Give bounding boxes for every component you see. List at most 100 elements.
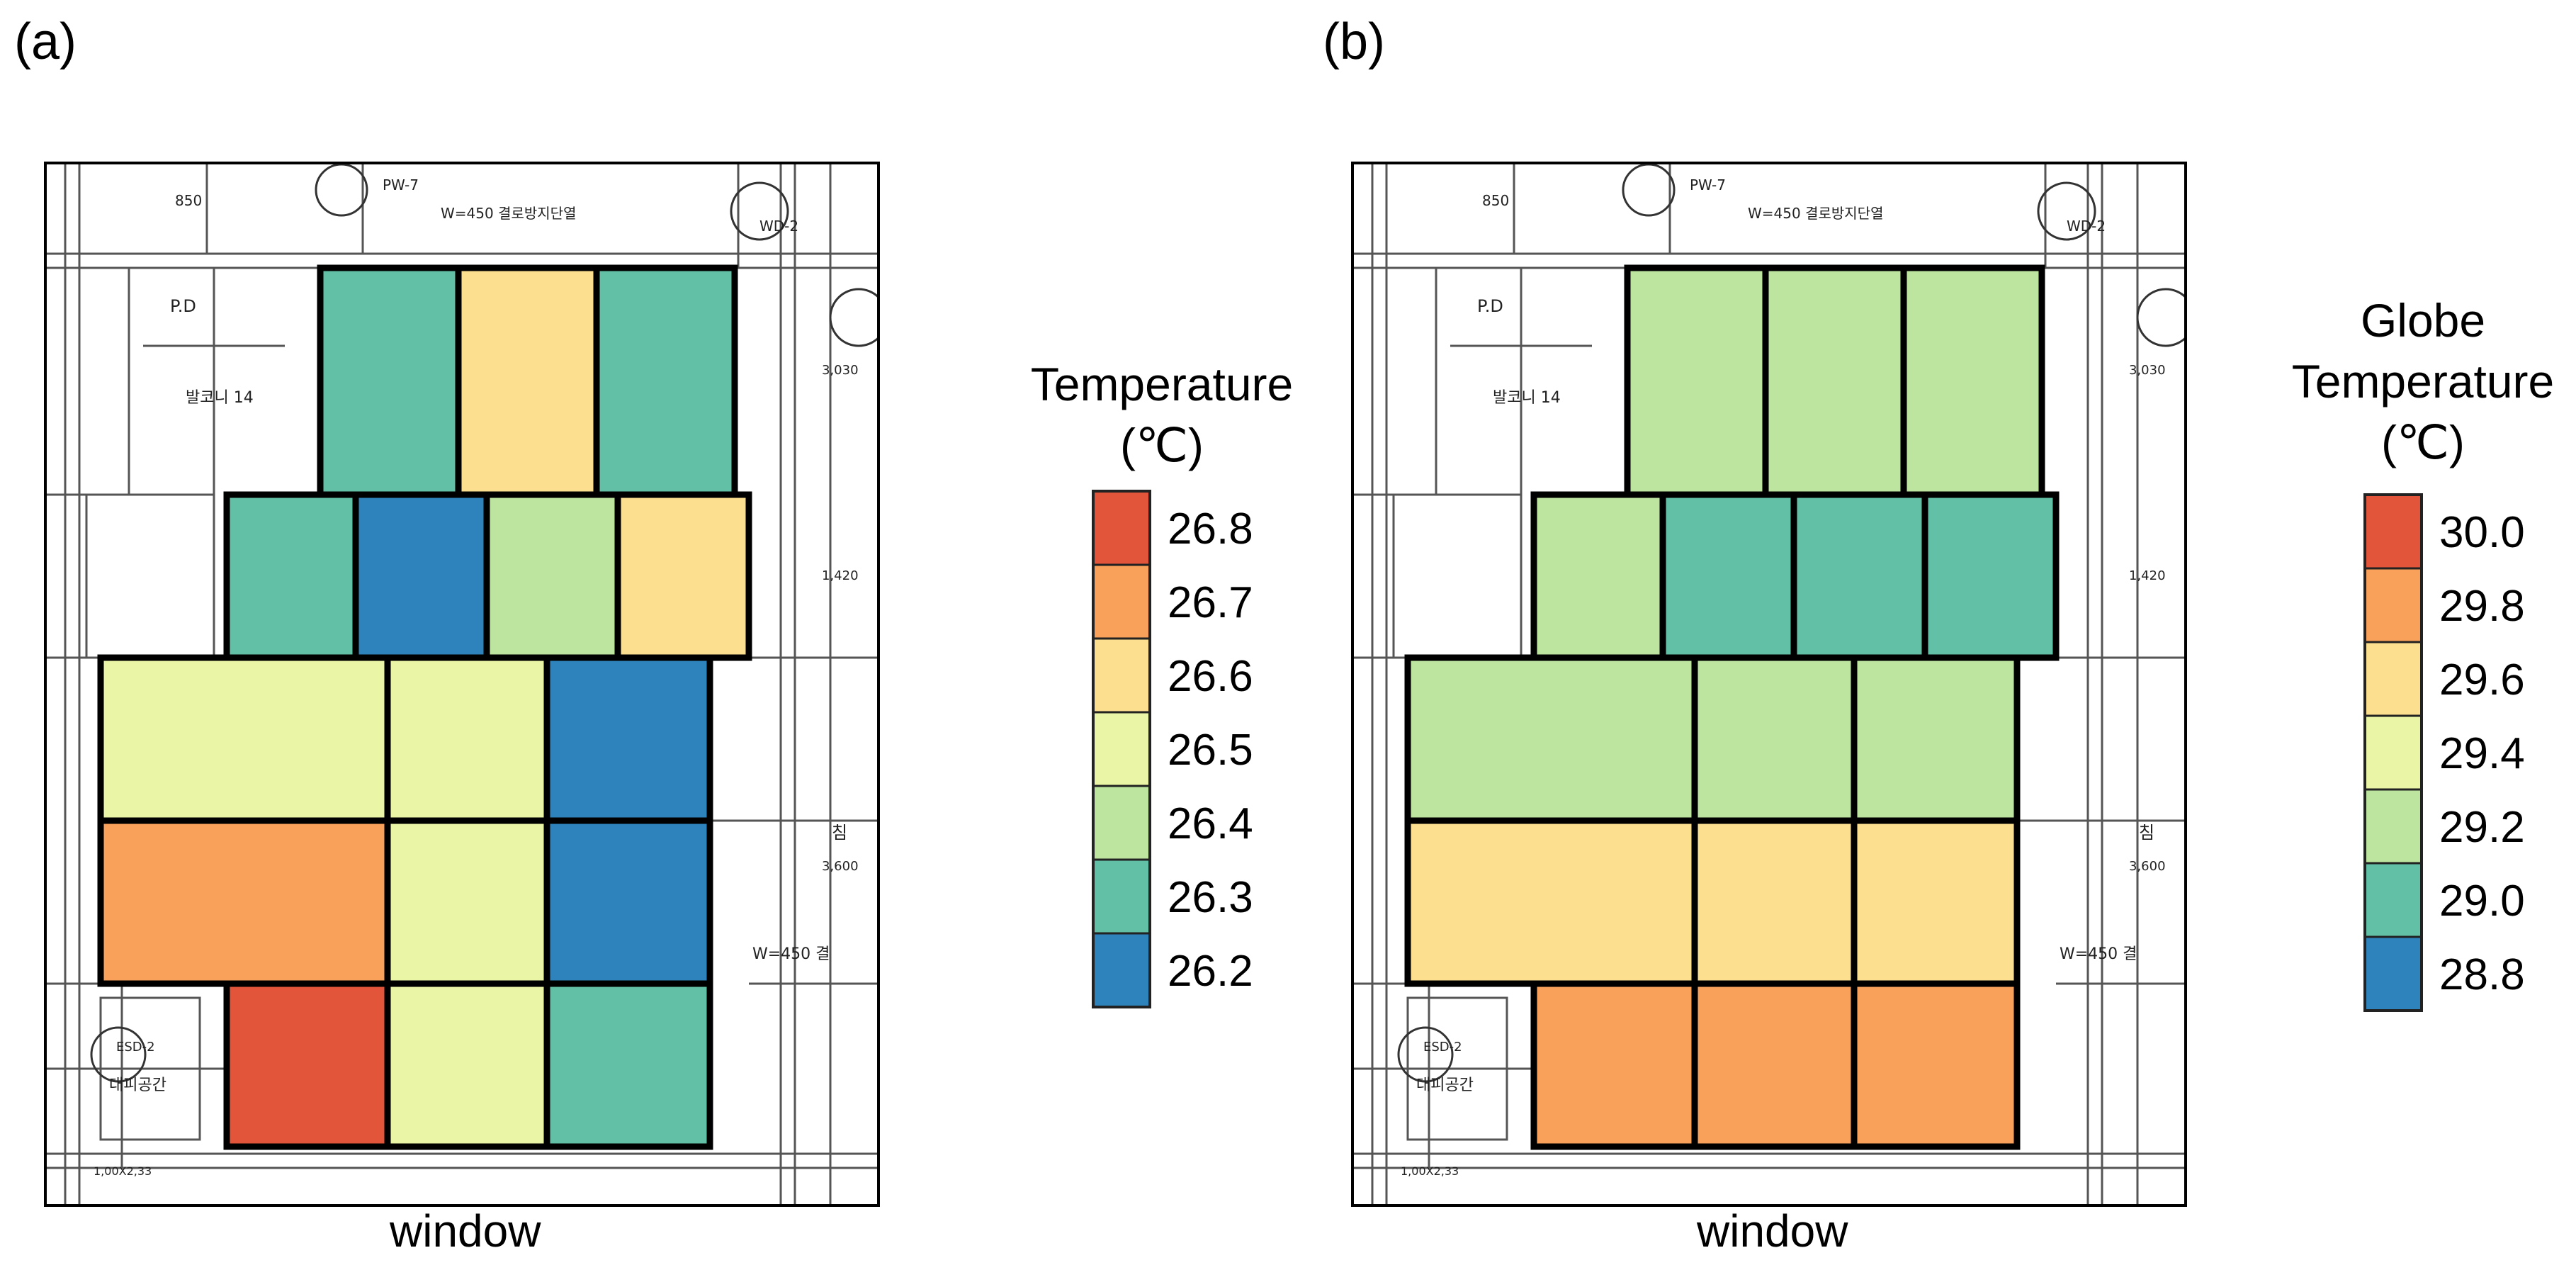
legend-swatch-1 <box>1092 490 1151 566</box>
legend-title-b-line-2: Temperature <box>2291 354 2555 407</box>
legend-value-2: 29.8 <box>2439 582 2525 631</box>
legend-swatch-1 <box>2363 493 2423 570</box>
plan-annotation: ESD-2 <box>1423 1040 1462 1055</box>
plan-annotation: W=450 결 <box>2060 945 2137 963</box>
plan-annotation: 1,420 <box>822 568 859 583</box>
plan-annotation: 3,030 <box>822 363 859 378</box>
legend-value-5: 26.4 <box>1168 799 1253 848</box>
plan-annotation: 침 <box>832 823 847 843</box>
plan-annotation: W=450 결로방지단열 <box>1748 205 1883 222</box>
zone-cell-r3-c2 <box>384 654 550 824</box>
plan-annotation: 3,030 <box>2129 363 2166 378</box>
legend-title-a-line-1: Temperature <box>1030 358 1294 410</box>
zone-cell-r3-c1 <box>97 654 391 824</box>
legend-border <box>1092 490 1151 1008</box>
plan-annotation: W=450 결로방지단열 <box>441 205 576 222</box>
zone-cell-r1-c4 <box>1900 264 2045 498</box>
zone-cell-r5-c1 <box>223 980 391 1150</box>
legend-value-6: 26.3 <box>1168 873 1253 922</box>
panel-label-a: (a) <box>14 13 77 70</box>
plan-annotation: 침 <box>2139 823 2154 843</box>
legend-title-b-line-1: Globe <box>2360 294 2486 347</box>
plan-annotation: 850 <box>175 192 202 209</box>
plan-annotation: WD-2 <box>2067 218 2106 235</box>
legend-swatch-6 <box>1092 858 1151 935</box>
legend-value-2: 26.7 <box>1168 578 1253 627</box>
zone-cell-r1-c3 <box>455 264 600 498</box>
plan-annotation: 3,600 <box>2129 859 2166 874</box>
zone-cell-r1-c2 <box>1624 264 1769 498</box>
zone-cell-r2-c1 <box>223 491 359 661</box>
panel-label-b: (b) <box>1323 13 1385 70</box>
legend-swatch-2 <box>1092 563 1151 640</box>
plan-annotation: W=450 결 <box>752 945 830 963</box>
plan-annotation: PW-7 <box>1690 176 1726 193</box>
window-label-b: window <box>1697 1205 1848 1256</box>
zone-cell-r2-c4 <box>614 491 752 661</box>
zone-cell-r4-c1 <box>1404 817 1698 987</box>
plan-annotation: ESD-2 <box>116 1040 155 1055</box>
zone-grid <box>1404 264 2060 1150</box>
zone-cell-r4-c1 <box>97 817 391 987</box>
legend-value-3: 29.6 <box>2439 656 2525 704</box>
legend-swatch-3 <box>1092 637 1151 714</box>
legend-value-6: 29.0 <box>2439 877 2525 926</box>
legend-swatch-4 <box>1092 711 1151 787</box>
plan-annotation: P.D <box>170 296 196 316</box>
legend-b: 30.0 29.8 29.6 29.4 29.2 29.0 28.8 <box>2363 493 2525 1012</box>
zone-cell-r3-c3 <box>1851 654 2021 824</box>
zone-cell-r3-c2 <box>1691 654 1858 824</box>
plan-annotation: 1,00X2,33 <box>1401 1164 1459 1178</box>
legend-title-b: Globe Temperature (℃) <box>2274 291 2572 473</box>
zone-cell-r4-c3 <box>543 817 713 987</box>
zone-cell-r3-c1 <box>1404 654 1698 824</box>
zone-cell-r1-c4 <box>593 264 738 498</box>
plan-annotation: 대피공간 <box>109 1076 166 1094</box>
legend-value-1: 26.8 <box>1168 505 1253 553</box>
legend-title-a-line-2: (℃) <box>1119 418 1204 471</box>
zone-cell-r4-c2 <box>384 817 550 987</box>
plan-annotation: 발코니 14 <box>186 389 254 407</box>
zone-cell-r2-c2 <box>352 491 490 661</box>
zone-cell-r5-c2 <box>384 980 550 1150</box>
zone-cell-r2-c2 <box>1659 491 1797 661</box>
plan-annotation: 발코니 14 <box>1493 389 1561 407</box>
zone-cell-r3-c3 <box>543 654 713 824</box>
zone-cell-r5-c2 <box>1691 980 1858 1150</box>
legend-title-b-line-3: (℃) <box>2380 415 2465 468</box>
zone-cell-r2-c4 <box>1921 491 2060 661</box>
legend-value-4: 26.5 <box>1168 726 1253 775</box>
legend-swatch-5 <box>2363 788 2423 865</box>
legend-a: 26.826.726.626.526.426.326.2 <box>1092 490 1253 1008</box>
legend-value-3: 26.6 <box>1168 652 1253 701</box>
zone-cell-r2-c3 <box>1790 491 1928 661</box>
zone-cell-r2-c1 <box>1530 491 1666 661</box>
zone-cell-r5-c3 <box>543 980 713 1150</box>
zone-cell-r1-c2 <box>317 264 462 498</box>
plan-frame <box>1351 162 2187 1207</box>
zone-cell-r1-c3 <box>1762 264 1907 498</box>
zone-grid <box>97 264 752 1150</box>
zone-cell-r4-c3 <box>1851 817 2021 987</box>
legend-swatch-7 <box>2363 935 2423 1012</box>
plan-annotation: 대피공간 <box>1416 1076 1474 1094</box>
legend-swatch-3 <box>2363 641 2423 717</box>
zone-cell-r2-c3 <box>483 491 621 661</box>
legend-value-1: 30.0 <box>2439 508 2525 557</box>
zone-cell-r5-c3 <box>1851 980 2021 1150</box>
plan-annotation: 850 <box>1482 192 1509 209</box>
legend-value-5: 29.2 <box>2439 803 2525 852</box>
plan-annotation: 1,00X2,33 <box>94 1164 152 1178</box>
plan-annotation: P.D <box>1477 296 1503 316</box>
zone-cell-r5-c1 <box>1530 980 1698 1150</box>
legend-swatch-4 <box>2363 714 2423 791</box>
legend-value-7: 28.8 <box>2439 950 2525 999</box>
plan-annotation: PW-7 <box>383 176 419 193</box>
window-label-a: window <box>390 1205 541 1256</box>
legend-value-4: 29.4 <box>2439 729 2525 778</box>
plan-annotation: 3,600 <box>822 859 859 874</box>
legend-swatch-2 <box>2363 567 2423 643</box>
